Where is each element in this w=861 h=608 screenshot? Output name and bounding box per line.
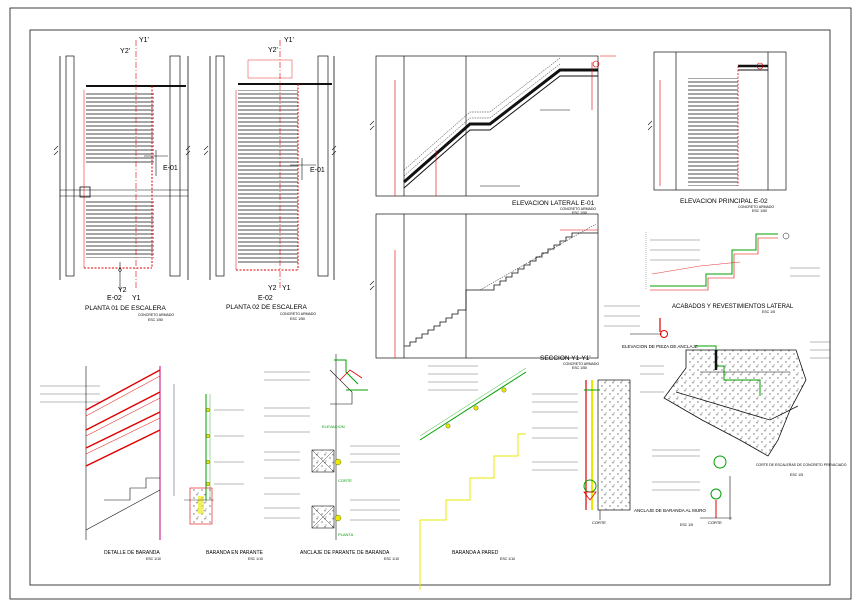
planta-02-title: PLANTA 02 DE ESCALERA [226, 304, 307, 311]
planta-01-tag-top2: Y1' [139, 37, 149, 44]
planta-02-tag-top2: Y1' [284, 37, 294, 44]
baranda-parante-title: BARANDA EN PARANTE [206, 550, 264, 556]
anclaje-muro-title: ANCLAJE DE BARANDA AL MURO [634, 508, 706, 513]
baranda-pared-drawing [419, 365, 527, 590]
baranda-parante-scale: ESC 1/10 [248, 557, 263, 561]
baranda-pared-title: BARANDA A PARED [452, 550, 499, 556]
anclaje-parante-lbl-elev: ELEVACION [322, 424, 345, 429]
anclaje-muro-pieces [652, 449, 732, 519]
pieza-anclaje-drawing [604, 305, 668, 338]
baranda-parante-drawing [184, 394, 244, 525]
anclaje-parante-title: ANCLAJE DE PARANTE DE BARANDA [300, 550, 390, 556]
anclaje-parante-lbl-corte: CORTE [338, 478, 352, 483]
planta-01-tag-bottom: Y2 [118, 287, 127, 294]
planta-01-title: PLANTA 01 DE ESCALERA [85, 305, 166, 312]
corte-losa-drawing [640, 341, 830, 520]
corte-losa-lbl-corte: CORTE [708, 520, 722, 525]
elev-principal-scale: ESC 1/50 [752, 209, 767, 213]
baranda-pared-scale: ESC 1/10 [500, 557, 515, 561]
planta-02-elev-tag: E-02 [258, 295, 273, 302]
acabados-title: ACABADOS Y REVESTIMIENTOS LATERAL [672, 304, 794, 310]
acabados-scale: ESC 1/5 [762, 310, 775, 314]
elev-lateral-scale: ESC 1/50 [572, 211, 587, 215]
elevacion-lateral-drawing [369, 55, 616, 197]
acabados-drawing [645, 232, 820, 291]
planta-02-note: CONCRETO ARMADO [280, 312, 316, 316]
planta-01-tag-bottom2: Y1 [132, 295, 141, 302]
detalle-baranda-title: DETALLE DE BARANDA [104, 550, 160, 556]
anclaje-muro-lbl-corte: CORTE [592, 520, 606, 525]
planta-02-section-tag: E-01 [310, 167, 325, 174]
planta-01-tag-top: Y2' [120, 48, 131, 55]
planta-02-scale: ESC 1/50 [290, 317, 305, 321]
planta-01-section-tag: E-01 [163, 165, 178, 172]
pieza-anclaje-title: ELEVACION DE PIEZA DE ANCLAJE [622, 344, 698, 349]
planta-01-scale: ESC 1/50 [148, 318, 163, 322]
anclaje-parante-lbl-planta: PLANTA [338, 532, 354, 537]
planta-02-drawing [203, 40, 337, 290]
elev-lateral-title: ELEVACION LATERAL E-01 [512, 200, 595, 207]
detalle-baranda-scale: ESC 1/10 [146, 557, 161, 561]
anclaje-muro-drawing [532, 379, 631, 520]
corte-losa-title: CORTE DE ESCALERAS DE CONCRETO PREVACIAD… [756, 463, 847, 467]
anclaje-parante-drawing [264, 354, 400, 540]
elev-principal-note: CONCRETO ARMADO [738, 205, 774, 209]
elev-principal-title: ELEVACION PRINCIPAL E-02 [680, 198, 768, 205]
anclaje-muro-scale: ESC 1/5 [680, 523, 693, 527]
seccion-title: SECCION Y1-Y1' [540, 355, 591, 362]
planta-02-tag-bottom: Y2 [268, 285, 277, 292]
planta-01-drawing [53, 40, 191, 290]
planta-01-elev-tag: E-02 [107, 295, 122, 302]
elev-lateral-note: CONCRETO ARMADO [560, 207, 596, 211]
inner-border [29, 29, 831, 586]
detalle-baranda-drawing [40, 366, 175, 540]
planta-02-tag-bottom2: Y1 [282, 285, 291, 292]
seccion-drawing [369, 213, 599, 359]
anclaje-parante-scale: ESC 1/10 [384, 557, 399, 561]
outer-border [9, 7, 852, 600]
seccion-note: CONCRETO ARMADO [563, 362, 599, 366]
elevacion-principal-drawing [647, 51, 787, 191]
planta-02-tag-top: Y2' [268, 47, 278, 54]
planta-01-note: CONCRETO ARMADO [138, 313, 174, 317]
corte-losa-scale: ESC 1/5 [790, 473, 803, 477]
seccion-scale: ESC 1/50 [572, 366, 587, 370]
